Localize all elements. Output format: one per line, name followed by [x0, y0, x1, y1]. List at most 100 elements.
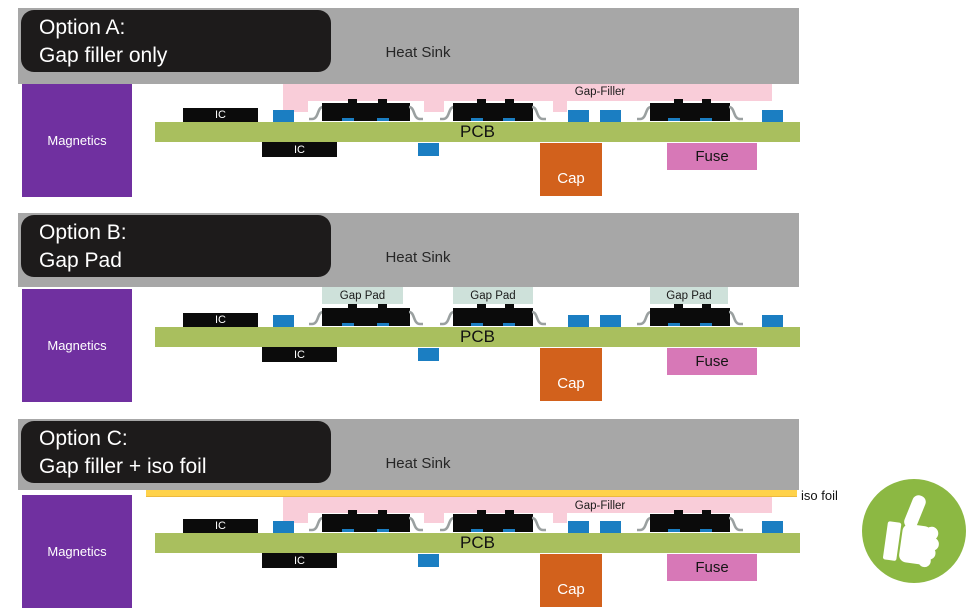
solder-pad: [762, 521, 783, 533]
solder-pad: [762, 110, 783, 122]
package-tab: [702, 510, 711, 515]
solder-pad: [342, 323, 354, 326]
package-tab: [378, 304, 387, 309]
package-tab: [505, 99, 514, 104]
smd-package: [440, 510, 546, 533]
smd-package: [309, 510, 423, 533]
cap-block: Cap: [540, 554, 602, 607]
gap-pad-block: Gap Pad: [453, 287, 533, 304]
smd-package: [637, 510, 743, 533]
fuse-block: Fuse: [667, 554, 757, 581]
gap-filler-label: Gap-Filler: [574, 500, 626, 512]
gap-filler-tab: [553, 101, 567, 112]
package-body: [322, 304, 410, 326]
gap-filler-tab: [424, 513, 444, 523]
solder-pad: [418, 554, 439, 567]
ic-chip-bottom: IC: [262, 347, 337, 362]
option-b-section: Heat Sink Option B: Gap Pad Magnetics Ga…: [0, 205, 968, 410]
option-a-title-box: Option A: Gap filler only: [21, 10, 331, 72]
solder-pad: [418, 348, 439, 361]
gull-wing-lead-icon: [532, 310, 546, 326]
smd-package: [637, 304, 743, 327]
iso-foil-label: iso foil: [801, 488, 838, 503]
package-tab: [674, 510, 683, 515]
package-tab: [505, 510, 514, 515]
heat-sink-label: Heat Sink: [385, 249, 451, 266]
gull-wing-lead-icon: [409, 105, 423, 121]
thumbs-up-badge: [862, 479, 966, 583]
ic-chip-top: IC: [183, 313, 258, 327]
gap-filler-layer: [283, 84, 772, 101]
package-tab: [505, 304, 514, 309]
gull-wing-lead-icon: [729, 310, 743, 326]
solder-pad: [568, 315, 589, 327]
gull-wing-lead-icon: [440, 105, 454, 121]
gap-filler-tab: [283, 101, 308, 112]
solder-pad: [342, 118, 354, 121]
solder-pad: [273, 521, 294, 533]
gull-wing-lead-icon: [637, 105, 651, 121]
fuse-block: Fuse: [667, 348, 757, 375]
package-body: [322, 99, 410, 121]
option-title-line2: Gap Pad: [39, 249, 122, 272]
heat-sink-label: Heat Sink: [385, 44, 451, 61]
solder-pad: [668, 529, 680, 532]
heat-sink-label: Heat Sink: [385, 455, 451, 472]
solder-pad: [273, 315, 294, 327]
smd-package: [440, 99, 546, 122]
package-body: [650, 510, 730, 532]
gap-filler-layer: [283, 497, 772, 513]
option-title-line2: Gap filler only: [39, 44, 168, 67]
package-tab: [477, 99, 486, 104]
fuse-block: Fuse: [667, 143, 757, 170]
gull-wing-lead-icon: [409, 310, 423, 326]
gull-wing-lead-icon: [409, 516, 423, 532]
solder-pad: [700, 118, 712, 121]
package-body: [453, 510, 533, 532]
package-tab: [477, 304, 486, 309]
magnetics-block: Magnetics: [22, 495, 132, 608]
iso-foil-layer: [146, 490, 797, 497]
pcb-bar: PCB: [155, 122, 800, 142]
solder-pad: [471, 323, 483, 326]
solder-pad: [568, 110, 589, 122]
solder-pad: [503, 529, 515, 532]
cap-block: Cap: [540, 348, 602, 401]
option-c-title-box: Option C: Gap filler + iso foil: [21, 421, 331, 483]
solder-pad: [762, 315, 783, 327]
option-title-line1: Option C:: [39, 427, 128, 450]
ic-chip-bottom: IC: [262, 142, 337, 157]
package-body: [322, 510, 410, 532]
gull-wing-lead-icon: [532, 105, 546, 121]
solder-pad: [668, 323, 680, 326]
solder-pad: [377, 529, 389, 532]
magnetics-block: Magnetics: [22, 84, 132, 197]
ic-chip-top: IC: [183, 108, 258, 122]
solder-pad: [471, 118, 483, 121]
smd-package: [440, 304, 546, 327]
package-tab: [348, 510, 357, 515]
package-body: [453, 99, 533, 121]
solder-pad: [342, 529, 354, 532]
gull-wing-lead-icon: [309, 105, 323, 121]
option-b-title-box: Option B: Gap Pad: [21, 215, 331, 277]
package-tab: [378, 99, 387, 104]
gull-wing-lead-icon: [729, 516, 743, 532]
solder-pad: [418, 143, 439, 156]
solder-pad: [568, 521, 589, 533]
solder-pad: [600, 315, 621, 327]
gull-wing-lead-icon: [440, 310, 454, 326]
package-body: [453, 304, 533, 326]
solder-pad: [700, 529, 712, 532]
thumbs-up-icon: [862, 479, 966, 583]
option-c-section: Heat Sink Option C: Gap filler + iso foi…: [0, 411, 968, 615]
solder-pad: [668, 118, 680, 121]
solder-pad: [600, 521, 621, 533]
solder-pad: [503, 323, 515, 326]
package-tab: [348, 99, 357, 104]
pcb-bar: PCB: [155, 533, 800, 553]
package-body: [650, 304, 730, 326]
option-a-section: Heat Sink Option A: Gap filler only Magn…: [0, 0, 968, 205]
gull-wing-lead-icon: [729, 105, 743, 121]
